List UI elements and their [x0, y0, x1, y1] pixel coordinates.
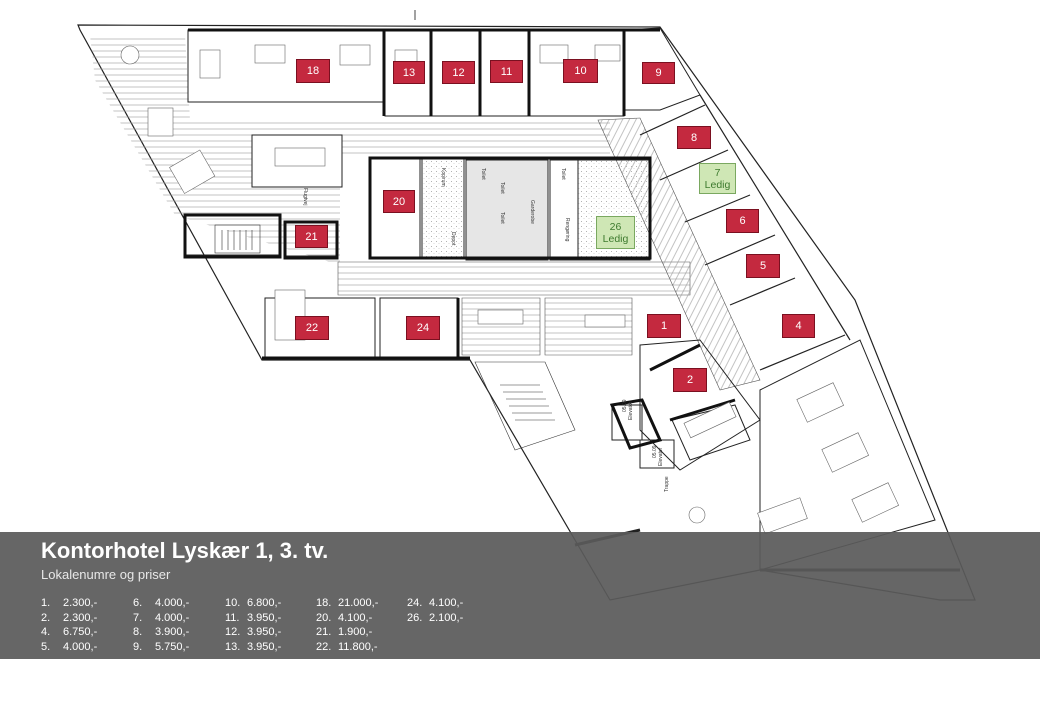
- label-el-2: 05.09: [652, 445, 658, 458]
- label-rengoring: Rengøring: [564, 218, 570, 242]
- room-label-13[interactable]: 13: [393, 61, 425, 84]
- room-label-12[interactable]: 12: [442, 61, 475, 84]
- furniture: [120, 44, 900, 535]
- staircase: [214, 224, 576, 451]
- room-label-11[interactable]: 11: [490, 60, 523, 83]
- price-column-1: 1.2.300,- 2.2.300,- 4.6.750,- 5.4.000,-: [41, 596, 97, 654]
- price-banner: Kontorhotel Lyskær 1, 3. tv. Lokalenumre…: [0, 532, 1040, 659]
- price-row: 18.21.000,-: [316, 597, 379, 609]
- room-label-21[interactable]: 21: [295, 225, 328, 248]
- price-column-3: 10.6.800,- 11.3.950,- 12.3.950,- 13.3.95…: [225, 596, 281, 654]
- room-label-24[interactable]: 24: [406, 316, 440, 340]
- label-trappe: Trappe: [664, 476, 670, 492]
- price-row: 1.2.300,-: [41, 597, 98, 609]
- room-label-22[interactable]: 22: [295, 316, 329, 340]
- price-row: 5.4.000,-: [41, 640, 98, 653]
- label-toilet-3: Toilet: [499, 212, 505, 224]
- price-row: 8.3.900,-: [133, 626, 190, 638]
- room-label-1[interactable]: 1: [647, 314, 681, 338]
- price-row: 22.11.800,-: [316, 640, 378, 653]
- price-row: 13.3.950,-: [225, 640, 282, 653]
- price-row: 2.2.300,-: [41, 611, 98, 624]
- label-toilet-1: Toilet: [480, 168, 486, 180]
- price-row: 7.4.000,-: [133, 611, 190, 624]
- label-depot: Depot: [450, 232, 456, 246]
- price-row: 6.4.000,-: [133, 597, 190, 609]
- price-row: 10.6.800,-: [225, 597, 282, 609]
- label-toilet-2: Toilet: [499, 182, 505, 194]
- room-label-6[interactable]: 6: [726, 209, 759, 233]
- price-column-4: 18.21.000,- 20.4.100,- 21.1.900,- 22.11.…: [316, 596, 378, 654]
- room-label-18[interactable]: 18: [296, 59, 330, 83]
- price-row: 21.1.900,-: [316, 626, 373, 638]
- price-row: 9.5.750,-: [133, 640, 190, 653]
- price-row: 20.4.100,-: [316, 611, 373, 624]
- room-label-20[interactable]: 20: [383, 190, 415, 213]
- label-elevator-1: Elevator: [628, 401, 634, 420]
- label-elevator-2: Elevator: [658, 447, 664, 466]
- label-flugtvej: Flugtvej: [302, 188, 308, 206]
- label-toilet-4: Toilet: [560, 168, 566, 180]
- price-row: 24.4.100,-: [407, 597, 464, 609]
- price-row: 11.3.950,-: [225, 611, 282, 624]
- room-label-2[interactable]: 2: [673, 368, 707, 392]
- label-el-1: 05.09: [622, 399, 628, 412]
- room-label-9[interactable]: 9: [642, 62, 675, 84]
- price-column-5: 24.4.100,- 26.2.100,-: [407, 596, 463, 625]
- room-label-4[interactable]: 4: [782, 314, 815, 338]
- room-label-5[interactable]: 5: [746, 254, 780, 278]
- price-row: 26.2.100,-: [407, 611, 464, 624]
- price-row: 12.3.950,-: [225, 626, 282, 638]
- label-garderobe: Garderobe: [529, 200, 535, 224]
- room-label-8[interactable]: 8: [677, 126, 711, 149]
- page-subtitle: Lokalenumre og priser: [41, 567, 171, 582]
- room-label-10[interactable]: 10: [563, 59, 598, 83]
- label-kopirum: Kopirum: [440, 168, 446, 187]
- east-rooms: [639, 94, 851, 371]
- price-row: 4.6.750,-: [41, 626, 98, 638]
- page-title: Kontorhotel Lyskær 1, 3. tv.: [41, 538, 329, 563]
- price-column-2: 6.4.000,- 7.4.000,- 8.3.900,- 9.5.750,-: [133, 596, 189, 654]
